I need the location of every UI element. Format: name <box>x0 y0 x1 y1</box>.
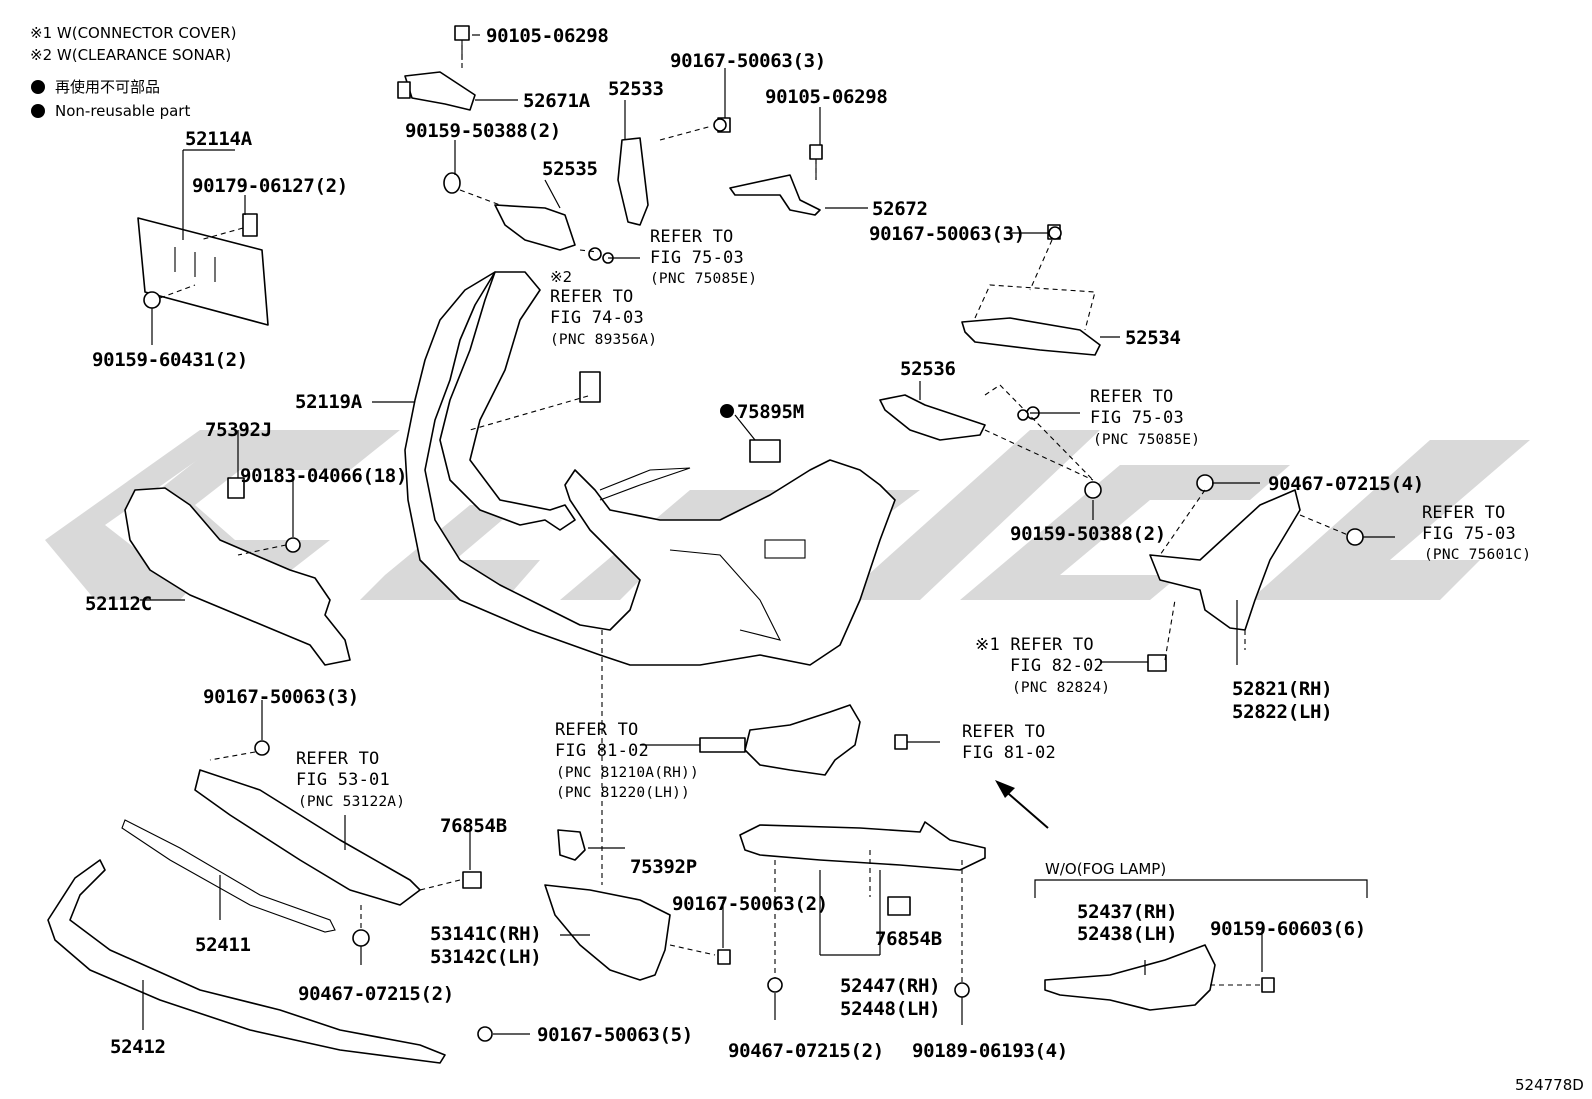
part-52119A-drawing <box>404 271 896 666</box>
ref3-line3: (PNC 75085E) <box>1093 432 1200 448</box>
label-90167-50063-2: 90167-50063(2) <box>672 893 828 915</box>
reference-notes: REFER TO FIG 75-03 (PNC 75085E) ※2 REFER… <box>296 227 1531 810</box>
ref6-line4: (PNC 81220(LH)) <box>556 785 690 801</box>
ref1-line1: REFER TO <box>650 227 733 247</box>
ref6-line1: REFER TO <box>555 720 638 740</box>
ref6-line2: FIG 81-02 <box>555 741 649 761</box>
direction-arrow-icon <box>995 780 1049 829</box>
label-90167-50063-3-left: 90167-50063(3) <box>203 686 359 708</box>
part-lower-grille-drawing <box>47 740 493 1064</box>
note-connector-cover: ※1 W(CONNECTOR COVER) <box>30 24 236 42</box>
label-90159-50388-2-top: 90159-50388(2) <box>405 120 561 142</box>
ref2-line3: (PNC 89356A) <box>550 332 657 348</box>
label-90167-50063-5: 90167-50063(5) <box>537 1024 693 1046</box>
leader-lines <box>140 34 1395 1035</box>
label-52438: 52438(LH) <box>1077 923 1177 945</box>
label-90189-06193-4: 90189-06193(4) <box>912 1040 1068 1062</box>
filled-circle-icon <box>31 104 45 118</box>
legend: ※1 W(CONNECTOR COVER) ※2 W(CLEARANCE SON… <box>30 24 236 120</box>
label-75392J: 75392J <box>205 419 272 441</box>
label-90167-50063-3-top: 90167-50063(3) <box>670 50 826 72</box>
ref6-line3: (PNC 81210A(RH)) <box>556 765 699 781</box>
label-75392P: 75392P <box>630 856 697 878</box>
part-53141C-drawing <box>544 829 731 981</box>
part-52671A-drawing <box>397 25 476 111</box>
part-52533-drawing <box>617 117 731 226</box>
ref1-line3: (PNC 75085E) <box>650 271 757 287</box>
ref8-line1: REFER TO <box>296 749 379 769</box>
label-52534: 52534 <box>1125 327 1181 349</box>
label-90105-06298-right: 90105-06298 <box>765 86 888 108</box>
ref4-line2: FIG 75-03 <box>1422 524 1516 544</box>
ref4-line1: REFER TO <box>1422 503 1505 523</box>
label-53141C: 53141C(RH) <box>430 923 541 945</box>
label-75895M: 75895M <box>737 401 804 423</box>
part-52447-drawing <box>739 821 986 998</box>
label-52533: 52533 <box>608 78 664 100</box>
part-52536-drawing <box>879 394 1102 499</box>
nonreusable-en: Non-reusable part <box>55 102 190 120</box>
ref1-line2: FIG 75-03 <box>650 248 744 268</box>
label-52119A: 52119A <box>295 391 363 413</box>
part-52535-drawing <box>443 172 602 261</box>
ref5-line2: FIG 82-02 <box>1010 656 1104 676</box>
ref4-line3: (PNC 75601C) <box>1424 547 1531 563</box>
section-label: W/O(FOG LAMP) <box>1045 860 1166 878</box>
part-fog-bracket-drawing <box>699 704 908 776</box>
label-90159-50388-2-right: 90159-50388(2) <box>1010 523 1166 545</box>
ref3-line2: FIG 75-03 <box>1090 408 1184 428</box>
label-90179-06127-2: 90179-06127(2) <box>192 175 348 197</box>
label-52671A: 52671A <box>523 90 591 112</box>
label-90167-50063-3-right: 90167-50063(3) <box>869 223 1025 245</box>
ref8-line2: FIG 53-01 <box>296 770 390 790</box>
label-76854B-left: 76854B <box>440 815 507 837</box>
label-52412: 52412 <box>110 1036 166 1058</box>
label-52822LH: 52822(LH) <box>1232 701 1332 723</box>
label-53142C: 53142C(LH) <box>430 946 541 968</box>
label-90159-60603-6: 90159-60603(6) <box>1210 918 1366 940</box>
part-52112C-drawing <box>124 477 351 666</box>
label-52112C: 52112C <box>85 593 152 615</box>
label-52114A: 52114A <box>185 128 253 150</box>
label-52437: 52437(RH) <box>1077 901 1177 923</box>
label-76854B-right: 76854B <box>875 928 942 950</box>
nonreusable-jp: 再使用不可部品 <box>55 78 160 96</box>
illustration-id: 524778D <box>1515 1076 1584 1094</box>
label-52821RH: 52821(RH) <box>1232 678 1332 700</box>
ref2-line1: REFER TO <box>550 287 633 307</box>
label-52672: 52672 <box>872 198 928 220</box>
part-52437-drawing <box>1044 944 1275 1011</box>
ref5-line3: (PNC 82824) <box>1012 680 1110 696</box>
label-90467-07215-2-left: 90467-07215(2) <box>298 983 454 1005</box>
part-52114A-drawing <box>137 213 269 326</box>
filled-circle-icon <box>31 80 45 94</box>
filled-circle-icon <box>720 404 734 418</box>
ref2-line2: FIG 74-03 <box>550 308 644 328</box>
ref8-line3: (PNC 53122A) <box>298 794 405 810</box>
label-52536: 52536 <box>900 358 956 380</box>
label-90467-07215-4: 90467-07215(4) <box>1268 473 1424 495</box>
label-52411: 52411 <box>195 934 251 956</box>
ref3-line1: REFER TO <box>1090 387 1173 407</box>
ref7-line2: FIG 81-02 <box>962 743 1056 763</box>
part-labels: 90105-06298 52671A 90167-50063(3) 52533 … <box>85 25 1424 1062</box>
label-52447: 52447(RH) <box>840 975 940 997</box>
label-90183-04066-18: 90183-04066(18) <box>240 465 407 487</box>
ref7-line1: REFER TO <box>962 722 1045 742</box>
label-52535: 52535 <box>542 158 598 180</box>
fastener-icons <box>602 118 1062 421</box>
label-52448: 52448(LH) <box>840 998 940 1020</box>
ref2-prefix: ※2 <box>550 268 572 286</box>
note-clearance-sonar: ※2 W(CLEARANCE SONAR) <box>30 46 231 64</box>
part-52672-drawing <box>729 144 823 216</box>
label-90159-60431-2: 90159-60431(2) <box>92 349 248 371</box>
label-90467-07215-2-bottom: 90467-07215(2) <box>728 1040 884 1062</box>
section-bracket: W/O(FOG LAMP) <box>1034 860 1368 898</box>
ref5-line1: ※1 REFER TO <box>975 635 1094 655</box>
label-90105-06298-top: 90105-06298 <box>486 25 609 47</box>
